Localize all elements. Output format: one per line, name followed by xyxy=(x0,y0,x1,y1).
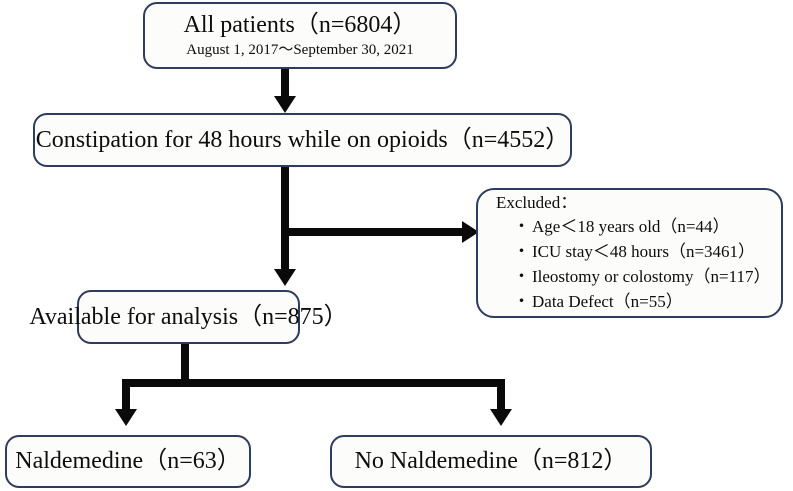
connector-all-patients-to-constipation-line xyxy=(281,69,289,98)
list-item-label: Data Defect（n=55） xyxy=(532,292,683,312)
list-item-label: Ileostomy or colostomy（n=117） xyxy=(532,267,771,287)
connector-constipation-to-excluded-arrowhead xyxy=(462,221,479,243)
list-item: ・ICU stay＜48 hours（n=3461） xyxy=(513,239,770,264)
node-naldemedine: Naldemedine（n=63） xyxy=(5,435,251,488)
node-all-patients-subtitle: August 1, 2017～September 30, 2021 xyxy=(186,42,414,59)
connector-available-split-bar xyxy=(122,379,505,387)
connector-constipation-trunk xyxy=(281,167,289,271)
node-no-naldemedine-title: No Naldemedine（n=812） xyxy=(354,448,628,475)
node-all-patients: All patients（n=6804） August 1, 2017～Sept… xyxy=(143,2,457,69)
node-constipation-title: Constipation for 48 hours while on opioi… xyxy=(35,126,570,153)
connector-available-trunk xyxy=(181,344,189,387)
list-item-label: Age＜18 years old（n=44） xyxy=(532,216,730,236)
node-no-naldemedine: No Naldemedine（n=812） xyxy=(330,435,652,488)
node-constipation: Constipation for 48 hours while on opioi… xyxy=(33,113,572,167)
bullet-dot-icon: ・ xyxy=(513,216,530,236)
bullet-dot-icon: ・ xyxy=(513,292,530,312)
list-item-label: ICU stay＜48 hours（n=3461） xyxy=(532,241,756,261)
node-naldemedine-title: Naldemedine（n=63） xyxy=(15,448,241,475)
list-item: ・Ileostomy or colostomy（n=117） xyxy=(513,264,770,289)
connector-all-patients-to-constipation-arrowhead xyxy=(274,96,296,113)
bullet-dot-icon: ・ xyxy=(513,241,530,261)
node-excluded-heading: Excluded： xyxy=(496,192,578,212)
connector-constipation-to-available-arrowhead xyxy=(274,269,296,286)
node-available-for-analysis-title: Available for analysis（n=875） xyxy=(29,303,348,330)
connector-constipation-to-excluded-line xyxy=(285,228,465,236)
list-item: ・Age＜18 years old（n=44） xyxy=(513,214,770,239)
connector-available-to-no-naldemedine-line xyxy=(497,379,505,411)
list-item: ・Data Defect（n=55） xyxy=(513,289,770,314)
connector-available-to-naldemedine-arrowhead xyxy=(115,409,137,426)
connector-available-to-no-naldemedine-arrowhead xyxy=(490,409,512,426)
node-available-for-analysis: Available for analysis（n=875） xyxy=(29,290,348,344)
node-excluded-list: ・Age＜18 years old（n=44） ・ICU stay＜48 hou… xyxy=(496,214,770,315)
node-excluded: Excluded： ・Age＜18 years old（n=44） ・ICU s… xyxy=(476,188,783,318)
node-all-patients-title: All patients（n=6804） xyxy=(183,11,417,38)
connector-available-to-naldemedine-line xyxy=(122,379,130,411)
bullet-dot-icon: ・ xyxy=(513,267,530,287)
